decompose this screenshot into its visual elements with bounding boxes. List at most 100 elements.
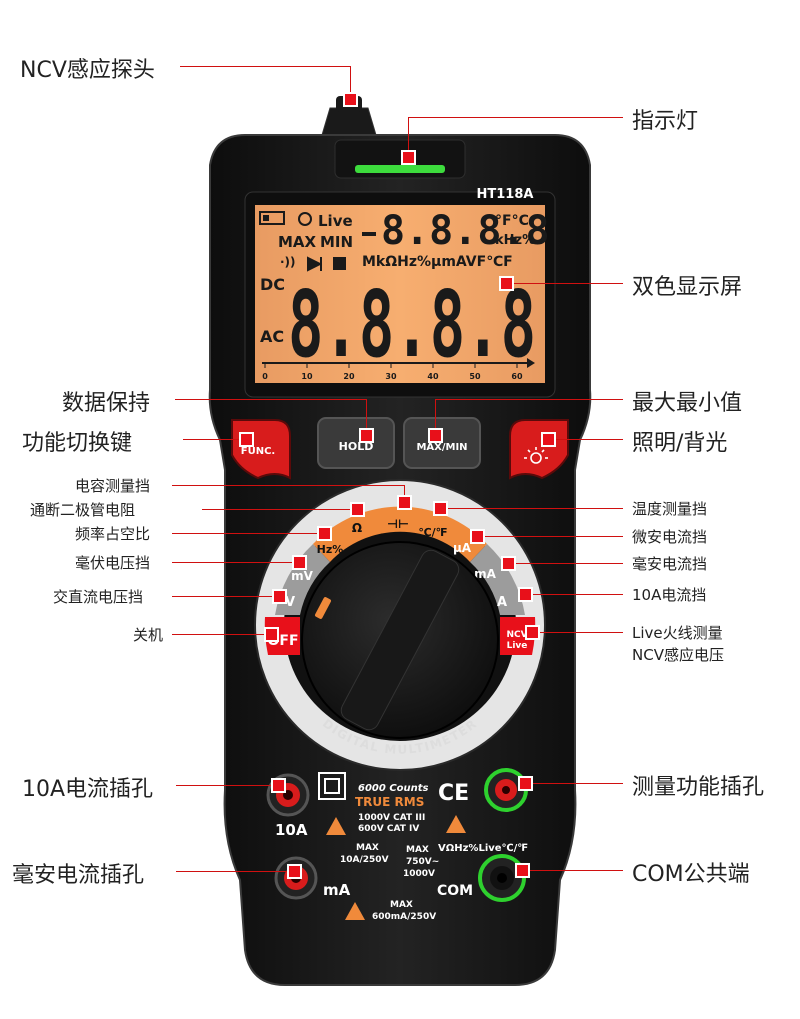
scale-tick: [390, 362, 392, 368]
callout-a10: 10A电流挡: [632, 586, 707, 604]
dial-a: A: [497, 595, 507, 610]
dial-ohm: Ω: [352, 521, 362, 535]
model-label: HT118A: [477, 187, 534, 202]
lcd-main-digits: 8.8.8.8: [288, 271, 536, 378]
callout-indicator: 指示灯: [632, 109, 699, 134]
warning-icon: [326, 817, 346, 835]
hold-button[interactable]: [317, 417, 395, 469]
port-ma: mA: [323, 881, 351, 899]
callout-jack10a: 10A电流插孔: [22, 777, 154, 802]
dot-jack10a: [271, 778, 286, 793]
dial-ma: mA: [474, 567, 497, 581]
lcd-unit-fc: °F°C: [495, 213, 529, 229]
callout-data-hold: 数据保持: [62, 391, 151, 416]
scale-tick-label: 60: [511, 372, 523, 381]
ce-mark: CE: [438, 781, 469, 806]
dot-cap: [397, 495, 412, 510]
callout-mv: 毫伏电压挡: [75, 554, 151, 572]
dot-cont: [350, 502, 365, 517]
dial-v: V: [285, 595, 295, 610]
callout-off: 关机: [133, 626, 164, 644]
dot-indicator: [401, 150, 416, 165]
callout-cap: 电容测量挡: [75, 477, 151, 495]
knob-pointer: [340, 549, 460, 731]
scale-tick-label: 50: [469, 372, 481, 381]
port-10a-max: MAX: [356, 843, 379, 853]
lcd-dc: DC: [260, 275, 285, 294]
scale-tick: [348, 362, 350, 368]
port-ma-rating: 600mA/250V: [372, 912, 436, 922]
callout-jack-com: COM公共端: [632, 862, 750, 887]
callout-live2: NCV感应电压: [632, 646, 724, 664]
indicator-light: [355, 165, 445, 173]
backlight-icon: [524, 447, 548, 464]
callout-ua: 微安电流挡: [632, 528, 708, 546]
dial-ua: μA: [453, 541, 472, 555]
lcd-min: MIN: [320, 233, 353, 251]
lcd-unit-khz: kHz%: [495, 233, 535, 248]
v-rating1: 750V~: [406, 857, 439, 867]
lcd-top-digits: 8.8.8.8: [381, 208, 550, 254]
scale-tick: [306, 362, 308, 368]
v-max: MAX: [406, 845, 429, 855]
dot-jackcom: [515, 863, 530, 878]
hold-icon: [333, 257, 346, 270]
scale-tick-label: 40: [427, 372, 439, 381]
callout-ma: 毫安电流挡: [632, 555, 708, 573]
lcd-screen: [255, 205, 545, 383]
lcd-max: MAX: [278, 233, 317, 251]
dot-jackma: [287, 864, 302, 879]
scale-tick: [516, 362, 518, 368]
power-icon: [298, 212, 312, 226]
hold-label: HOLD: [339, 440, 374, 453]
callout-jack-meas: 测量功能插孔: [632, 775, 765, 800]
dot-func: [239, 432, 254, 447]
lcd-bargraph: [262, 358, 535, 368]
v-funcs: VΩHz%Live℃/℉: [438, 843, 528, 854]
dot-temp: [433, 501, 448, 516]
callout-acdc-v: 交直流电压挡: [53, 588, 144, 606]
dial-mv: mV: [291, 569, 314, 583]
cat-line1: 1000V CAT III: [358, 813, 425, 823]
dot-jackmeas: [518, 776, 533, 791]
cat-line2: 600V CAT IV: [358, 824, 419, 834]
dot-off: [264, 627, 279, 642]
port-com: COM: [437, 883, 473, 899]
v-rating2: 1000V: [403, 869, 435, 879]
double-insulation-icon: [318, 772, 346, 800]
scale-tick-label: 20: [343, 372, 355, 381]
dot-backlight: [541, 432, 556, 447]
maxmin-button[interactable]: [403, 417, 481, 469]
counts-label: 6000 Counts: [358, 783, 429, 794]
port-ma-max: MAX: [390, 900, 413, 910]
callout-ncv-probe: NCV感应探头: [20, 58, 155, 83]
dial-live: Live: [507, 641, 528, 651]
scale-tick-label: 0: [262, 372, 268, 381]
dot-ncv: [343, 92, 358, 107]
callout-temp: 温度测量挡: [632, 500, 708, 518]
port-10a-rating: 10A/250V: [340, 855, 389, 865]
callout-max-min: 最大最小值: [632, 391, 743, 416]
warning-icon-3: [345, 902, 365, 920]
dot-acdc: [272, 589, 287, 604]
scale-tick-label: 30: [385, 372, 397, 381]
true-rms-label: TRUE RMS: [355, 795, 424, 809]
dot-freq: [317, 526, 332, 541]
terminal-panel: 10A mA COM 6000 Counts TRUE RMS CE 1000V…: [266, 768, 528, 922]
port-10a: 10A: [275, 821, 308, 839]
callout-live1: Live火线测量: [632, 624, 723, 642]
buzzer-icon: ·)): [280, 255, 296, 269]
dot-hold: [359, 428, 374, 443]
callout-display: 双色显示屏: [632, 275, 743, 300]
dot-display: [499, 276, 514, 291]
dot-maxmin: [428, 428, 443, 443]
scale-tick: [432, 362, 434, 368]
lcd-unit-row: MkΩHz%μmAVF℃F: [362, 254, 513, 270]
dot-ua: [470, 529, 485, 544]
callout-backlight: 照明/背光: [632, 431, 728, 456]
callout-cont-diode: 通断二极管电阻: [30, 501, 136, 519]
dot-ma: [501, 556, 516, 571]
callout-jack-ma: 毫安电流插孔: [12, 863, 145, 888]
scale-tick-label: 10: [301, 372, 313, 381]
